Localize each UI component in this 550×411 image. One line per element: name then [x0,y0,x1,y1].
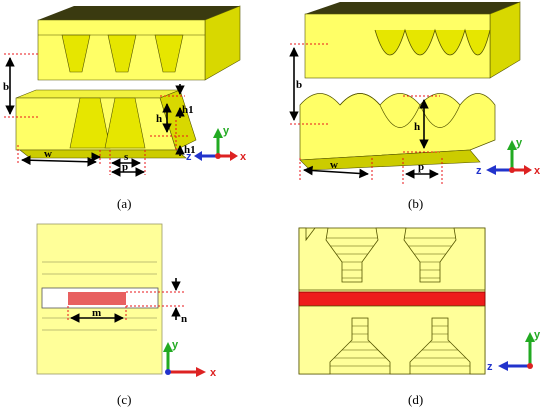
axis-y-label: y [223,125,230,137]
dimension-guides [4,53,190,175]
label-b: b [3,81,9,93]
panel-c: m n y x (c) [36,223,217,407]
axis-x-label: x [210,367,217,379]
lower-sinusoidal-block [299,93,496,171]
label-h1-bottom: h1 [184,144,196,156]
axis-triad-b: y z x [476,137,541,177]
axis-y-label: y [534,329,541,341]
panel-d: y z (d) [298,227,541,407]
label-w: w [44,148,52,160]
panel-b: b h w p y z x (b) [289,1,541,211]
axis-triad-d: y z [487,329,541,373]
dimension-arrows-b [289,47,439,179]
dimension-guides-b [290,43,443,184]
axis-y-label: y [172,339,179,351]
axis-z-label: z [186,151,192,163]
dimension-arrows-c [70,278,181,323]
label-w: w [330,159,338,171]
axis-y-label: y [516,137,523,149]
dimension-guides-c [67,291,186,322]
axis-triad-a: y z x [186,125,247,163]
axis-x-label: x [534,165,541,177]
label-p: p [122,161,128,173]
upper-sinusoidal-block [304,1,521,79]
panel-a: b h h1 h1 w s p y z x (a) [3,5,247,211]
label-m: m [92,307,101,319]
label-p: p [418,161,424,173]
axis-triad-c: y x [163,339,217,379]
label-h: h [156,113,162,125]
caption-a: (a) [117,196,131,211]
caption-b: (b) [408,196,423,211]
label-n: n [181,313,187,325]
stripline [298,291,486,307]
lower-teeth [298,305,486,375]
upper-teeth [298,227,486,291]
label-s: s [124,151,129,163]
lower-corrugated-block [15,89,197,159]
patch [68,292,126,305]
label-b: b [296,79,302,91]
caption-c: (c) [117,392,131,407]
upper-corrugated-block [37,5,241,81]
dimension-arrows [5,57,185,177]
axis-x-label: x [240,151,247,163]
caption-d: (d) [408,392,423,407]
axis-z-label: z [487,361,493,373]
label-h: h [414,121,420,133]
axis-z-label: z [476,165,482,177]
label-h1-top: h1 [182,104,194,116]
